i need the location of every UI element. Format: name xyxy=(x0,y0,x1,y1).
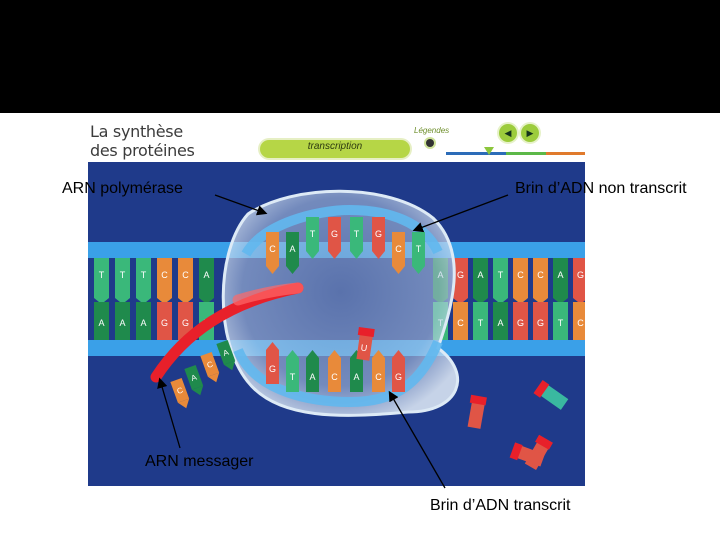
bubble-base-top: A xyxy=(286,232,299,274)
bubble-base-top: C xyxy=(266,232,279,274)
base-letter: A xyxy=(98,318,104,328)
play-icon: ▶ xyxy=(527,128,534,138)
base-letter: A xyxy=(557,270,563,280)
base-letter: C xyxy=(331,372,338,382)
base-letter: C xyxy=(577,318,584,328)
base-pair-right: CG xyxy=(533,258,548,340)
base-letter: T xyxy=(354,229,360,239)
base-letter: T xyxy=(416,244,422,254)
base-letter: G xyxy=(577,270,584,280)
base-pair-left: CG xyxy=(157,258,172,340)
base-letter: G xyxy=(375,229,382,239)
base-pair-right: AT xyxy=(553,258,568,340)
title-line-1: La synthèse xyxy=(90,123,183,141)
base-letter: T xyxy=(310,229,316,239)
base-letter: G xyxy=(457,270,464,280)
bubble-base-top: T xyxy=(306,217,319,259)
bubble-base-bottom: A xyxy=(306,350,319,392)
panel-header: La synthèse des protéines transcription … xyxy=(88,120,585,162)
bubble-base-top: G xyxy=(372,217,385,259)
base-pair-right: AT xyxy=(473,258,488,340)
label-brin-non-transcrit: Brin d’ADN non transcrit xyxy=(515,180,687,198)
base-letter: T xyxy=(498,270,504,280)
base-letter: U xyxy=(360,342,368,353)
base-pair-left: TA xyxy=(94,258,109,340)
base-letter: A xyxy=(353,372,359,382)
base-letter: G xyxy=(537,318,544,328)
base-letter: G xyxy=(269,364,276,374)
base-letter: C xyxy=(161,270,168,280)
base-letter: C xyxy=(395,244,402,254)
base-letter: G xyxy=(331,229,338,239)
bubble-base-bottom: G xyxy=(392,350,405,392)
bubble-base-top: G xyxy=(328,217,341,259)
base-letter: C xyxy=(537,270,544,280)
animation-panel: La synthèse des protéines transcription … xyxy=(88,120,585,486)
label-brin-transcrit: Brin d’ADN transcrit xyxy=(430,497,570,515)
base-letter: G xyxy=(517,318,524,328)
legend-toggle-icon[interactable] xyxy=(426,139,434,147)
label-arn-polymerase: ARN polymérase xyxy=(62,180,183,198)
base-letter: T xyxy=(141,270,147,280)
base-pair-left: CG xyxy=(178,258,193,340)
base-letter: G xyxy=(182,318,189,328)
tab-transcription[interactable]: transcription xyxy=(260,140,410,158)
top-black-bar xyxy=(0,0,720,113)
base-letter: A xyxy=(477,270,483,280)
base-letter: C xyxy=(375,372,382,382)
base-letter: T xyxy=(290,372,296,382)
bubble-base-bottom: C xyxy=(328,350,341,392)
base-letter: T xyxy=(120,270,126,280)
base-letter: C xyxy=(517,270,524,280)
bubble-base-top: T xyxy=(350,217,363,259)
skip-back-button[interactable]: ◀ xyxy=(499,124,517,142)
base-letter: A xyxy=(497,318,503,328)
title-line-2: des protéines xyxy=(90,142,195,160)
bubble-base-bottom: G xyxy=(266,342,279,384)
progress-segment-green xyxy=(506,152,546,155)
base-pair-left: TA xyxy=(115,258,130,340)
base-letter: A xyxy=(119,318,125,328)
bubble-base-bottom: T xyxy=(286,350,299,392)
base-letter: T xyxy=(478,318,484,328)
base-letter: A xyxy=(289,244,295,254)
base-letter: A xyxy=(309,372,315,382)
bubble-base-top: C xyxy=(392,232,405,274)
bubble-base-bottom: C xyxy=(372,350,385,392)
base-letter: A xyxy=(140,318,146,328)
progress-segment-orange xyxy=(546,152,585,155)
base-pair-right: CG xyxy=(513,258,528,340)
base-letter: C xyxy=(182,270,189,280)
base-letter: C xyxy=(457,318,464,328)
base-pair-right: TA xyxy=(493,258,508,340)
base-pair-left: TA xyxy=(136,258,151,340)
transcription-scene: TATATACGCGATATGCATTACGCGATGC CATGTGCTGTA… xyxy=(88,162,585,486)
play-button[interactable]: ▶ xyxy=(521,124,539,142)
base-letter: T xyxy=(558,318,564,328)
bubble-base-top: T xyxy=(412,232,425,274)
base-letter: T xyxy=(99,270,105,280)
legend-label[interactable]: Légendes xyxy=(414,126,449,135)
skip-back-icon: ◀ xyxy=(505,128,512,138)
label-arn-messager: ARN messager xyxy=(145,453,253,471)
base-pair-right: GC xyxy=(573,258,585,340)
base-letter: G xyxy=(161,318,168,328)
base-letter: G xyxy=(395,372,402,382)
progress-marker-icon[interactable] xyxy=(484,147,494,155)
base-letter: C xyxy=(269,244,276,254)
tab-transcription-label: transcription xyxy=(260,141,410,152)
base-letter: A xyxy=(203,270,209,280)
